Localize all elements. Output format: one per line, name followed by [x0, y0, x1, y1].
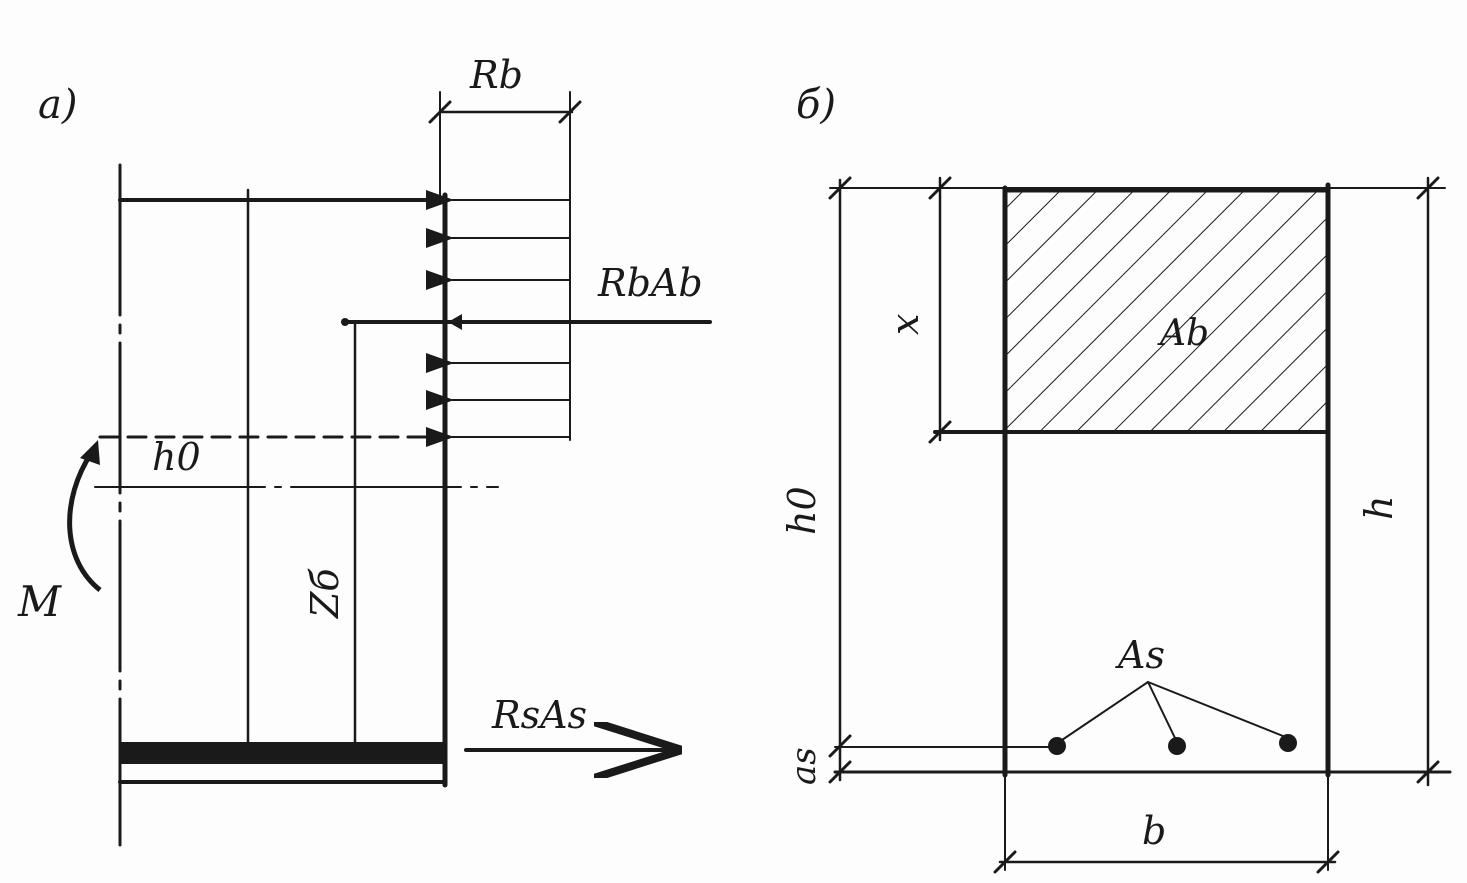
b-tick-left	[993, 850, 1017, 874]
as-leader-line	[1061, 681, 1149, 741]
rb-tick-right	[558, 100, 582, 124]
rbab-arrowhead	[448, 314, 462, 330]
rbab-point	[341, 318, 349, 326]
h-label: h	[1357, 496, 1401, 520]
rebar-circle	[1168, 737, 1186, 755]
as-tick-bottom	[828, 760, 852, 784]
panel-a: а) Rb RbAb Zб h0	[17, 53, 712, 847]
x-label: x	[883, 314, 927, 335]
rebar-circle	[1279, 734, 1297, 752]
moment-arrowhead	[80, 440, 100, 465]
x-tick-bottom	[928, 420, 952, 444]
ab-label: Ab	[1157, 313, 1209, 354]
h-tick-bottom	[1416, 760, 1440, 784]
moment-label: M	[17, 577, 62, 626]
x-tick-top	[928, 176, 952, 200]
panel-a-tag: а)	[38, 82, 77, 128]
h0-label-a: h0	[152, 435, 201, 479]
rebar-circle	[1048, 737, 1066, 755]
panel-b-tag: б)	[796, 82, 836, 128]
rbab-label: RbAb	[597, 261, 703, 305]
b-label: b	[1142, 809, 1166, 853]
rsas-label: RsAs	[491, 693, 587, 737]
b-tick-right	[1316, 850, 1340, 874]
as-label: As	[1115, 633, 1165, 677]
compressed-zone-hatch	[1005, 188, 1327, 432]
moment-arc	[67, 450, 102, 592]
h0-tick-top	[828, 176, 852, 200]
as-leader-line	[1147, 681, 1284, 737]
rb-tick-left	[428, 100, 452, 124]
zb-label: Zб	[303, 568, 347, 619]
as-dim-label: as	[784, 747, 824, 785]
stress-arrows	[426, 190, 571, 447]
as-leader-line	[1147, 681, 1176, 739]
h0-label-b: h0	[780, 486, 824, 535]
rb-label: Rb	[469, 53, 523, 97]
panel-b: б) Ab x h0 as h b	[780, 82, 1452, 874]
reinforcement-bar	[120, 742, 445, 764]
h-tick-top	[1416, 176, 1440, 200]
